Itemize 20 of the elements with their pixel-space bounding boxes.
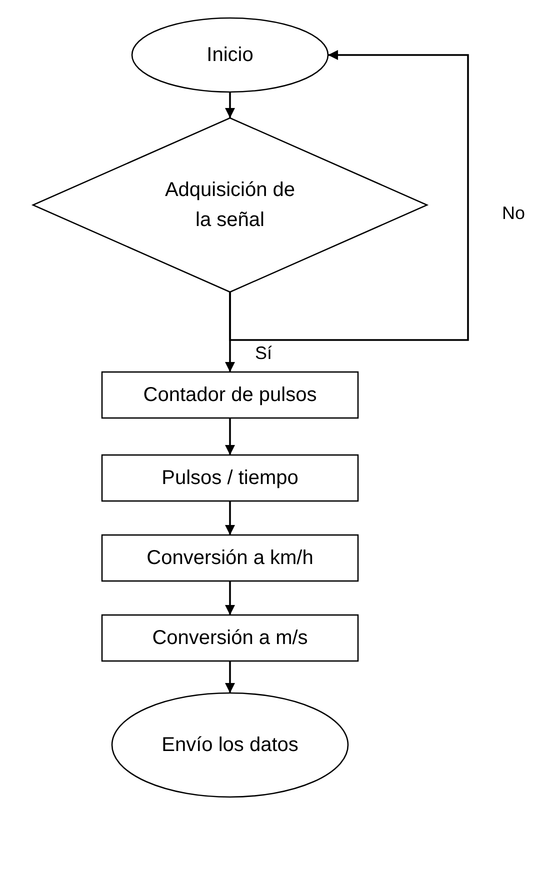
process-box <box>102 535 358 581</box>
node-label: Adquisición de la señal <box>164 178 296 233</box>
arrow <box>225 581 235 615</box>
arrow <box>229 50 469 341</box>
arrow <box>225 418 235 455</box>
node-label: Conversión a m/s <box>152 626 308 651</box>
process-box <box>102 455 358 501</box>
process-box <box>102 615 358 661</box>
decision-diamond <box>33 118 427 292</box>
node-label: Inicio <box>206 43 254 68</box>
terminal-ellipse <box>132 18 328 92</box>
process-box <box>102 372 358 418</box>
node-label: Contador de pulsos <box>143 383 317 408</box>
arrow <box>225 501 235 535</box>
terminal-ellipse <box>112 693 348 797</box>
node-label: Conversión a km/h <box>146 546 314 571</box>
arrow <box>225 92 235 118</box>
node-label: Pulsos / tiempo <box>162 466 298 491</box>
arrow <box>225 661 235 693</box>
node-label: Envío los datos <box>162 733 298 758</box>
